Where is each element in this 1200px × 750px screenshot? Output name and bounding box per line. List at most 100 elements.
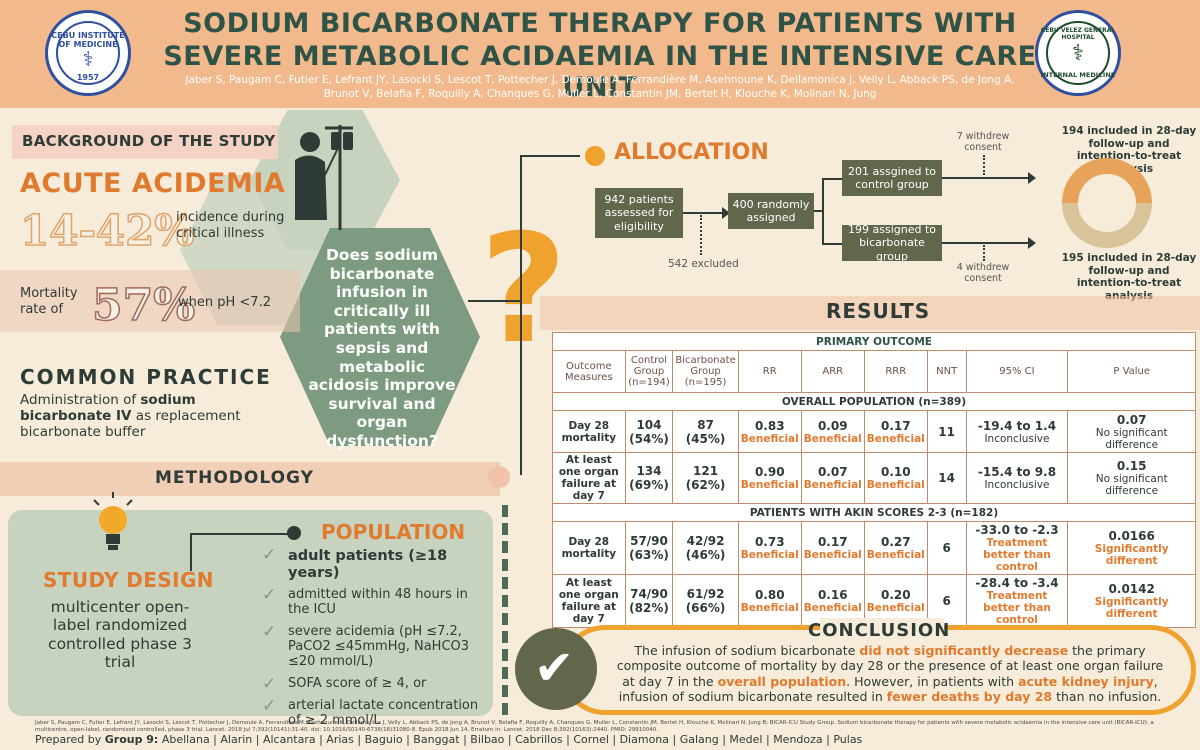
conclusion-highlight: acute kidney injury <box>1018 673 1154 689</box>
rrr-note: Beneficial <box>866 479 925 491</box>
bicarb-value: 87 (45%) <box>685 417 726 446</box>
rrr-value: 0.17 <box>880 418 911 433</box>
authors: Jaber S, Paugam C, Futier E, Lefrant JY,… <box>185 74 1015 100</box>
conclusion-highlight: did not significantly decrease <box>859 643 1069 658</box>
column-header: Control Group (n=194) <box>624 350 674 393</box>
excluded-dotted-line <box>700 215 702 255</box>
study-design-title: STUDY DESIGN <box>43 568 214 592</box>
withdrew-dotted-line <box>983 155 985 175</box>
mortality-suffix: when pH <7.2 <box>178 295 271 310</box>
table-row: At least one organ failure at day 7 134 … <box>552 452 1196 504</box>
p-value: 0.15 <box>1116 459 1147 473</box>
criteria-item: ✓severe acidemia (pH ≤7.2, PaCO2 ≤45mmHg… <box>262 623 487 670</box>
criteria-item: ✓adult patients (≥18 years) <box>262 545 487 581</box>
allocation-dot <box>585 146 605 166</box>
conclusion-text: The infusion of sodium bicarbonate did n… <box>610 643 1170 704</box>
rr-note: Beneficial <box>740 602 799 614</box>
criteria-item: ✓SOFA score of ≥ 4, or <box>262 674 487 695</box>
p-note: No significant difference <box>1095 426 1168 451</box>
common-practice-pre: Administration of <box>20 392 141 408</box>
ci-value: -33.0 to -2.3 <box>975 523 1059 537</box>
check-icon: ✓ <box>262 674 277 695</box>
table-row: At least one organ failure at day 7 74/9… <box>552 574 1196 628</box>
table-header-row: Outcome Measures Control Group (n=194) B… <box>552 350 1196 393</box>
excluded-count: 542 excluded <box>668 258 739 270</box>
question-hexagon <box>280 228 480 446</box>
rrr-value: 0.20 <box>880 588 911 602</box>
outcome-measure: At least one organ failure at day 7 <box>552 452 626 504</box>
rrr-note: Beneficial <box>866 432 925 445</box>
rrr-note: Beneficial <box>866 549 925 561</box>
common-practice-description: Administration of sodium bicarbonate IV … <box>20 392 290 441</box>
conclusion-title: CONCLUSION <box>808 620 951 641</box>
mortality-prefix: Mortality rate of <box>20 286 78 317</box>
conclusion-highlight: fewer deaths by day 28 <box>886 688 1053 704</box>
population-connector <box>190 533 192 571</box>
donut-control-segment <box>1062 158 1152 204</box>
population-connector <box>190 533 290 535</box>
nnt-value: 6 <box>942 541 951 555</box>
flow-arrow <box>822 178 842 180</box>
rr-value: 0.80 <box>754 588 785 602</box>
results-table: PRIMARY OUTCOME Outcome Measures Control… <box>552 332 1196 628</box>
research-question: Does sodium bicarbonate infusion in crit… <box>308 246 456 450</box>
flow-arrow <box>942 177 1030 179</box>
population-dot <box>287 526 301 540</box>
ci-note: Inconclusive <box>984 432 1050 445</box>
p-value: 0.0142 <box>1108 582 1155 596</box>
ci-value: -15.4 to 9.8 <box>977 465 1057 479</box>
header-banner <box>0 0 1200 108</box>
results-band <box>540 296 1200 330</box>
arr-value: 0.09 <box>817 418 848 433</box>
criteria-text: arterial lactate concentration of ≥ 2 mm… <box>288 697 479 728</box>
bicarb-value: 121 (62%) <box>685 464 726 492</box>
population-criteria: ✓adult patients (≥18 years) ✓ admitted wi… <box>262 545 487 736</box>
column-header: ARR <box>800 350 865 393</box>
flow-arrow <box>822 178 824 244</box>
nnt-value: 11 <box>938 424 955 439</box>
rrr-note: Beneficial <box>866 602 925 614</box>
tree-caduceus-icon: ⚕ <box>1072 41 1084 66</box>
check-icon: ✓ <box>262 695 277 716</box>
connector-line <box>520 155 580 157</box>
control-value: 104 (54%) <box>629 417 669 446</box>
check-icon: ✓ <box>262 545 277 565</box>
section-label: PATIENTS WITH AKIN SCORES 2-3 (n=182) <box>552 503 1196 522</box>
ci-note: Treatment better than control <box>983 590 1051 626</box>
logo-left-text: CEBU INSTITUTE OF MEDICINE <box>51 31 125 49</box>
common-practice-bold: sodium bicarbonate IV <box>20 392 196 424</box>
control-value: 74/90 (82%) <box>629 587 669 615</box>
primary-outcome-label: PRIMARY OUTCOME <box>552 332 1196 351</box>
conclusion-label-bg <box>820 618 944 644</box>
assessed-box: 942 patients assessed for eligibility <box>595 188 683 238</box>
arr-note: Beneficial <box>803 432 862 445</box>
rr-value: 0.90 <box>754 465 785 479</box>
p-note: Significantly different <box>1094 596 1169 620</box>
conclusion-highlight: overall population <box>717 673 847 689</box>
results-title: RESULTS <box>826 299 931 323</box>
conclusion-part: , infusion of sodium bicarbonate resulte… <box>618 673 1158 704</box>
ci-value: -28.4 to -3.4 <box>975 576 1059 590</box>
conclusion-part: the primary composite outcome of mortali… <box>616 643 1164 689</box>
p-note: Significantly different <box>1094 543 1169 567</box>
outcome-measure: Day 28 mortality <box>552 521 626 575</box>
incidence-description: incidence during critical illness <box>176 210 285 241</box>
group-members: Abellana | Alarin | Alcantara | Arias | … <box>158 733 863 746</box>
rrr-value: 0.10 <box>880 465 911 479</box>
prepared-prefix: Prepared by <box>35 733 105 746</box>
randomized-box: 400 randomly assigned <box>728 193 814 229</box>
criteria-text: severe acidemia (pH ≤7.2, PaCO2 ≤45mmHg,… <box>288 624 470 670</box>
flow-arrow <box>942 242 1030 244</box>
arr-value: 0.16 <box>817 588 848 602</box>
conclusion-part: than no infusion. <box>1052 688 1162 704</box>
iv-patient-icon <box>295 125 353 230</box>
withdrew-top: 7 withdrew consent <box>956 131 1010 153</box>
table-row: Day 28 mortality 57/90 (63%) 42/92 (46%)… <box>552 521 1196 575</box>
outcome-measure: At least one organ failure at day 7 <box>552 574 626 628</box>
mortality-percent: 57% <box>91 279 196 332</box>
background-title: BACKGROUND OF THE STUDY <box>22 132 276 150</box>
criteria-text: admitted within 48 hours in the ICU <box>288 587 468 618</box>
ci-note: Inconclusive <box>984 479 1050 491</box>
ci-note: Treatment better than control <box>983 537 1051 573</box>
column-header: 95% CI <box>965 350 1069 393</box>
